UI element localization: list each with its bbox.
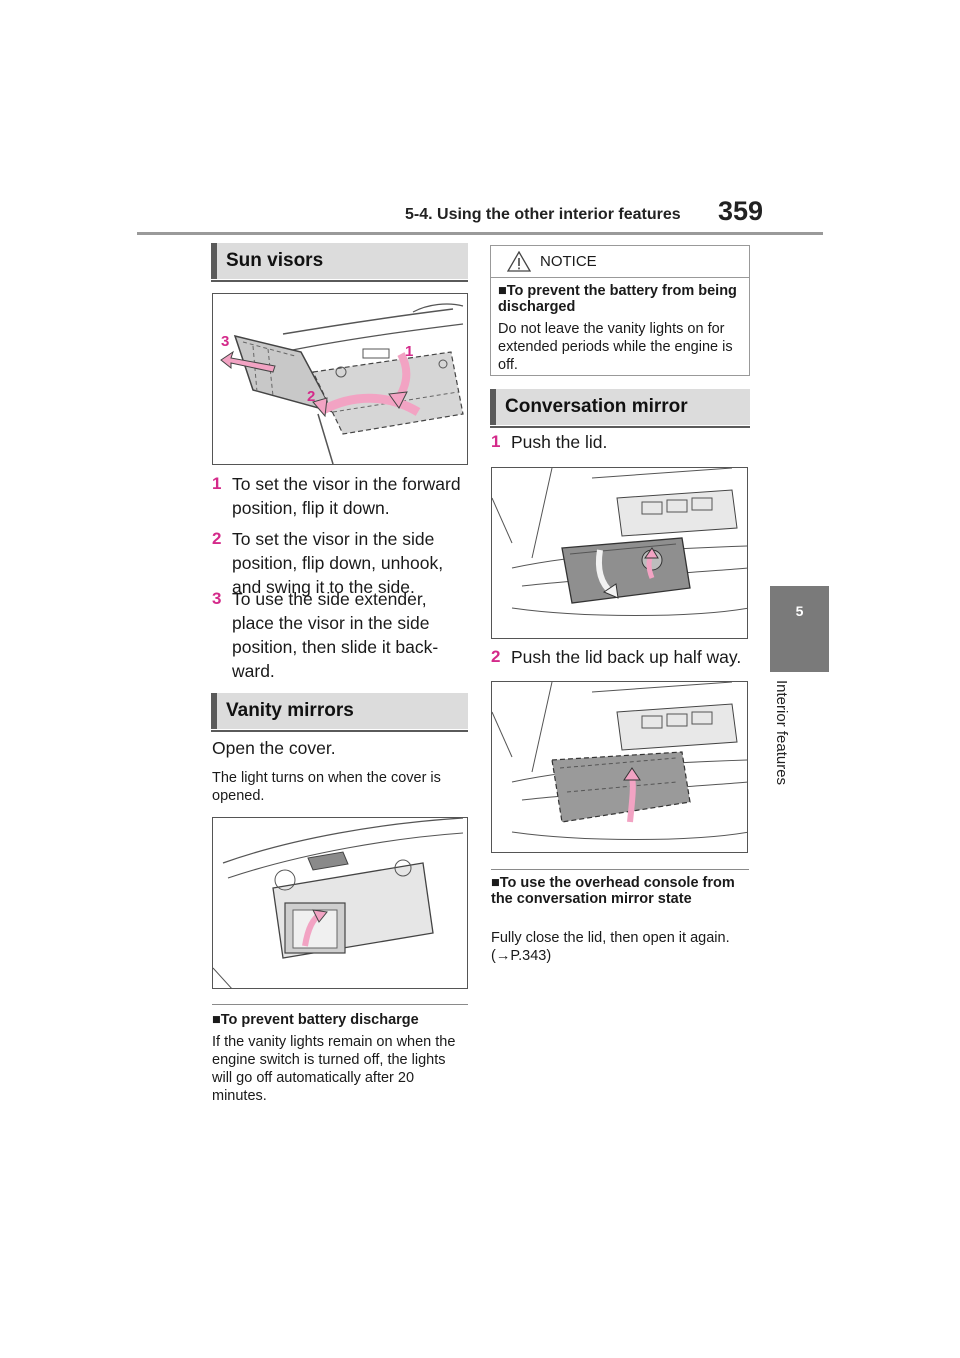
running-header: 5-4. Using the other interior features	[405, 206, 681, 223]
callout-2: 2	[307, 388, 315, 405]
chapter-title-vertical: Interior features	[772, 680, 792, 800]
step-number: 1	[491, 432, 501, 451]
conversation-step-2: 2 Push the lid back up half way.	[491, 645, 761, 669]
sun-visor-step-2: 2 To set the visor in the side position,…	[212, 527, 472, 599]
vanity-mirrors-heading-text: Vanity mirrors	[226, 700, 354, 721]
vanity-mirror-illustration	[213, 818, 464, 988]
header-rule	[137, 232, 823, 235]
notice-label: NOTICE	[540, 253, 597, 270]
step-text: To set the visor in the side position, f…	[232, 529, 444, 597]
vanity-mirror-figure	[212, 817, 468, 989]
console-half-open-illustration	[492, 682, 747, 840]
step-text: Push the lid.	[511, 432, 608, 452]
step-number: 1	[212, 474, 222, 493]
conversation-mirror-figure-1	[491, 467, 748, 639]
conversation-step-1: 1 Push the lid.	[491, 430, 751, 454]
step-number: 3	[212, 589, 222, 608]
notice-header: NOTICE	[491, 246, 749, 278]
arrow-icon: →	[495, 948, 511, 964]
subhead-text: To prevent battery discharge	[220, 1012, 419, 1028]
conversation-mirror-heading: Conversation mirror	[490, 389, 750, 428]
sun-visor-illustration: 3 1 2	[220, 303, 464, 464]
callout-3: 3	[221, 333, 229, 350]
sun-visor-figure: 3 1 2	[212, 293, 468, 465]
vanity-instruction: Open the cover.	[212, 738, 336, 758]
sun-visor-step-3: 3 To use the side extender, place the vi…	[212, 587, 472, 683]
console-push-illustration	[492, 468, 747, 616]
step-number: 2	[212, 529, 222, 548]
battery-discharge-subhead: ■To prevent battery discharge	[212, 1012, 419, 1028]
divider	[491, 869, 749, 870]
sun-visors-heading-text: Sun visors	[226, 250, 324, 271]
notice-title: ■To prevent the battery from being disch…	[498, 283, 737, 315]
sun-visor-step-1: 1 To set the visor in the forward positi…	[212, 472, 472, 520]
step-text: To use the side extender, place the viso…	[232, 589, 439, 681]
step-text: Push the lid back up half way.	[511, 647, 742, 667]
notice-text: Do not leave the vanity lights on for ex…	[498, 321, 733, 373]
sun-visors-heading: Sun visors	[211, 243, 468, 282]
vanity-note: The light turns on when the cover is ope…	[212, 770, 441, 804]
conversation-mirror-figure-2	[491, 681, 748, 853]
text-suffix: )	[546, 948, 552, 964]
overhead-console-text: Fully close the lid, then open it again.…	[491, 929, 731, 965]
overhead-console-subhead: ■To use the overhead console from the co…	[491, 875, 735, 907]
battery-discharge-text: If the vanity lights remain on when the …	[212, 1034, 456, 1104]
warning-triangle-icon	[507, 251, 531, 272]
vanity-mirrors-heading: Vanity mirrors	[211, 693, 468, 732]
step-text: To set the visor in the forward position…	[232, 474, 461, 518]
callout-1: 1	[405, 343, 413, 360]
conversation-mirror-heading-text: Conversation mirror	[505, 396, 688, 417]
page-number: 359	[718, 196, 764, 226]
page-reference-link[interactable]: P.343	[510, 948, 547, 964]
step-number: 2	[491, 647, 501, 666]
divider	[212, 1004, 468, 1005]
chapter-title: Interior features	[773, 680, 790, 786]
notice-box: NOTICE ■To prevent the battery from bein…	[490, 245, 750, 376]
notice-title-text: To prevent the battery from being discha…	[498, 283, 737, 315]
chapter-tab	[770, 586, 829, 672]
chapter-number: 5	[795, 603, 804, 619]
subhead-text: To use the overhead console from the con…	[491, 875, 735, 907]
text-prefix: Fully close the lid, then open it again.…	[491, 930, 730, 964]
